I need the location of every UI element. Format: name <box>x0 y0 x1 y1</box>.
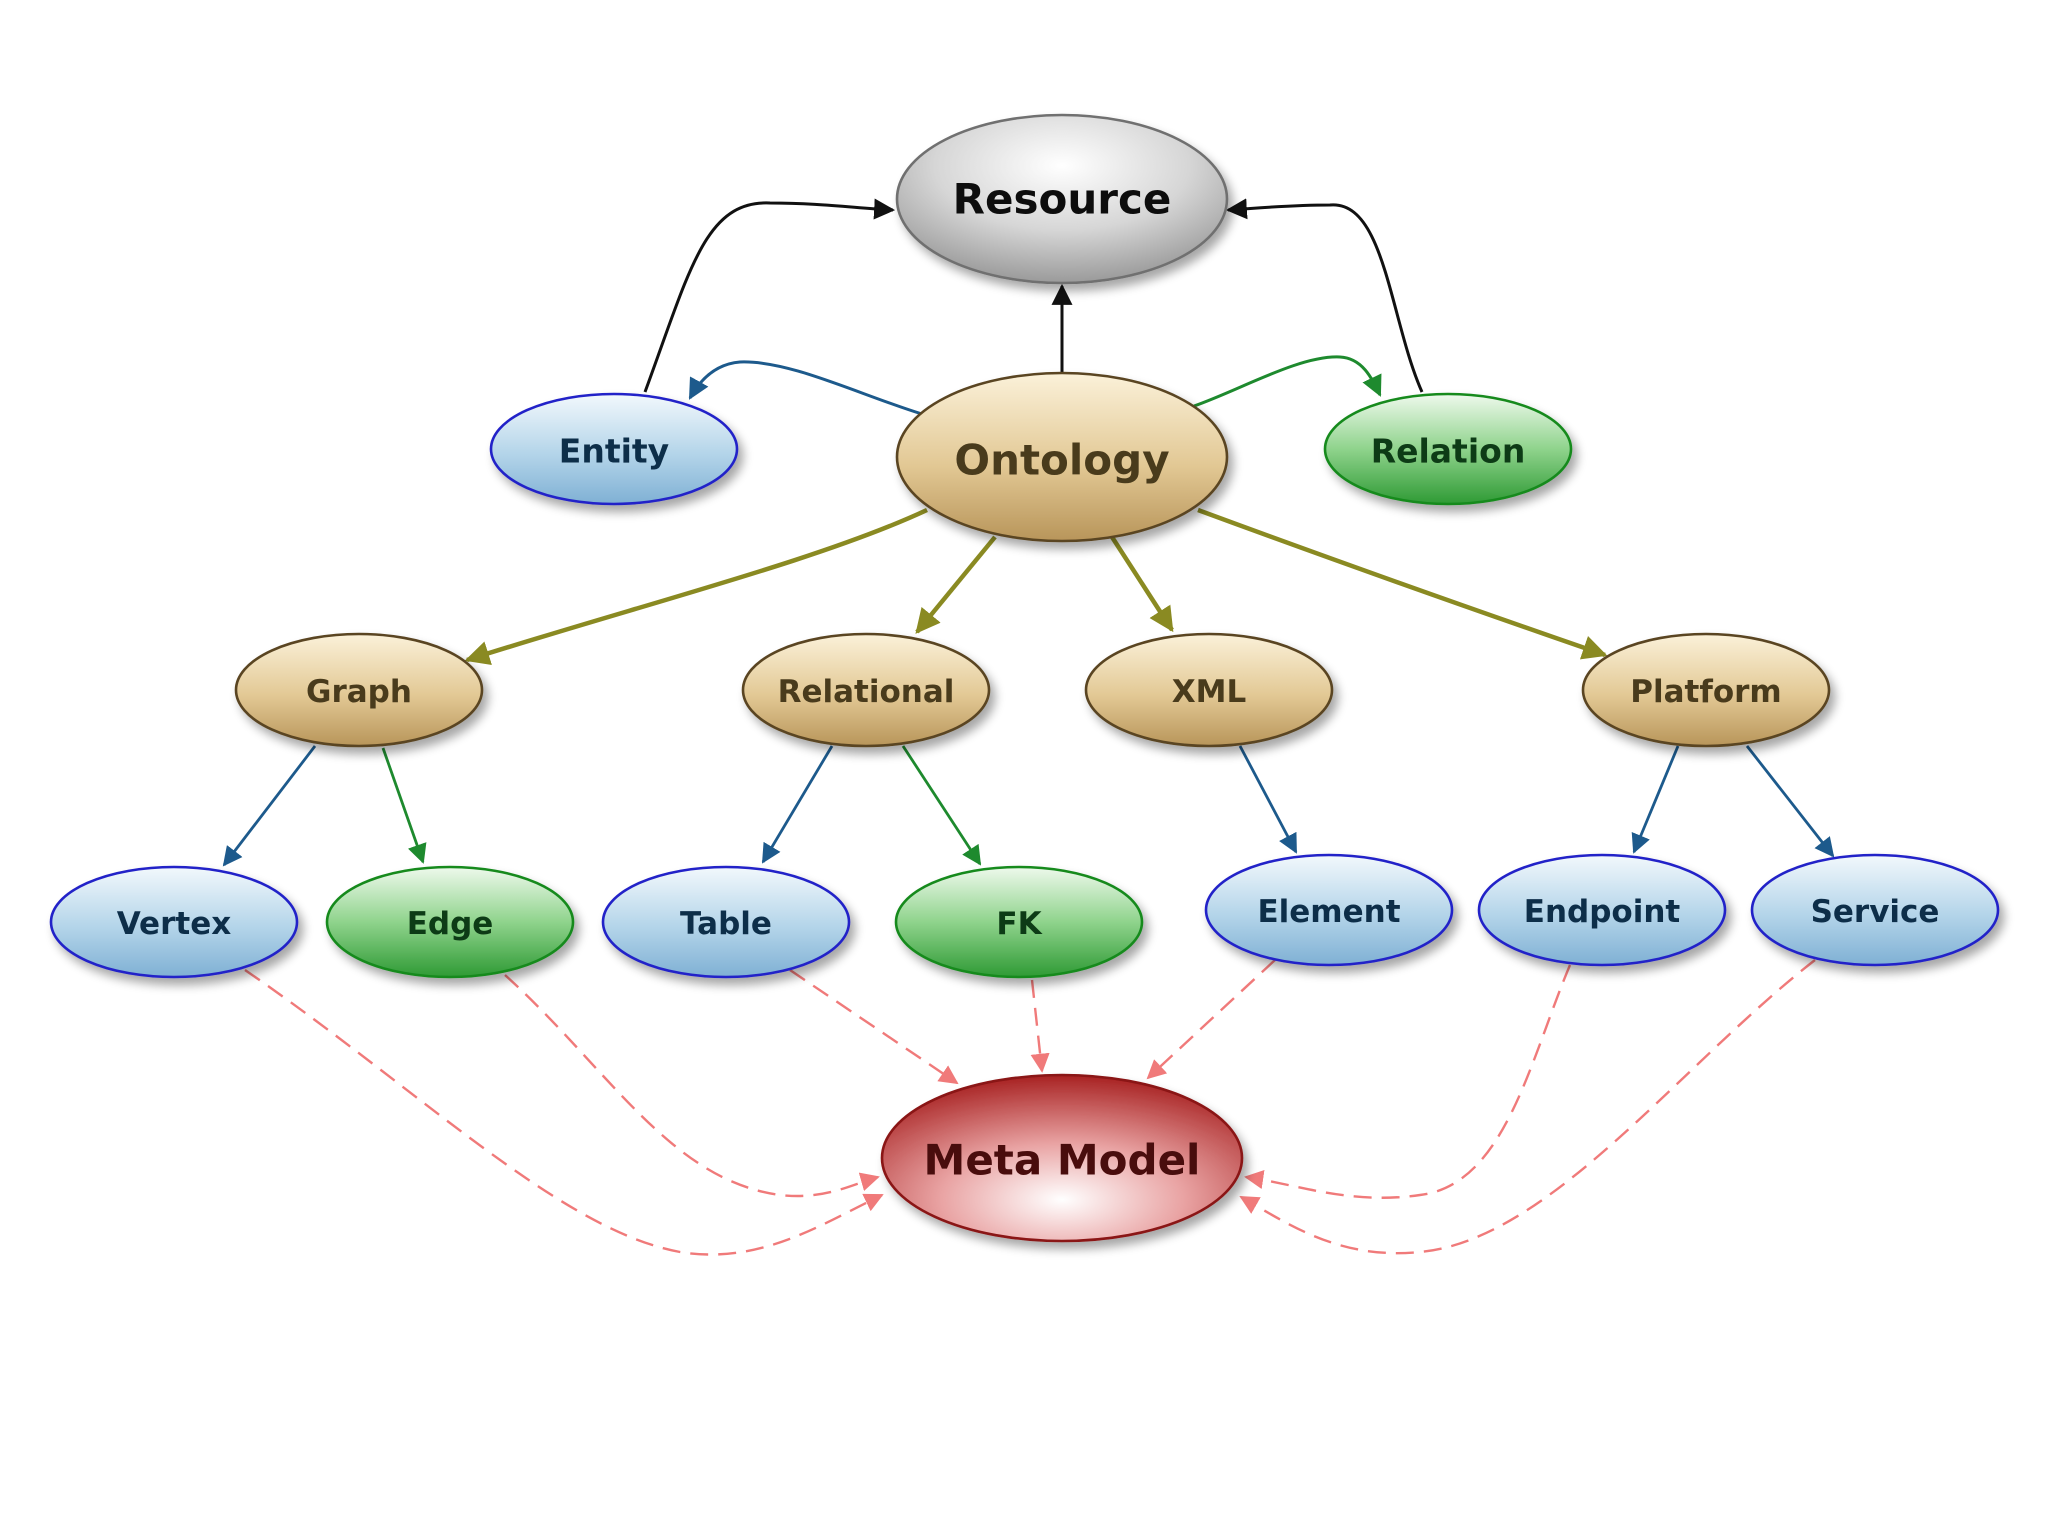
edge-graph-edge <box>381 747 427 864</box>
node-meta-model-label: Meta Model <box>924 1136 1201 1185</box>
node-element: Element <box>1204 853 1454 967</box>
node-resource-label: Resource <box>953 175 1172 224</box>
edge-element-metamodel <box>1146 959 1276 1080</box>
node-fk: FK <box>894 865 1144 979</box>
node-resource: Resource <box>895 113 1229 285</box>
edge-ontology-xml <box>1110 535 1174 633</box>
node-relation: Relation <box>1323 392 1573 506</box>
edge-edge-metamodel <box>504 974 880 1198</box>
edge-relational-fk <box>901 745 982 866</box>
edge-graph-vertex <box>222 745 317 867</box>
node-entity: Entity <box>489 392 739 506</box>
node-xml-label: XML <box>1172 674 1247 710</box>
edge-platform-service <box>1745 745 1835 858</box>
edge-platform-endpoint <box>1631 745 1680 854</box>
node-xml: XML <box>1084 632 1334 748</box>
node-entity-label: Entity <box>559 432 669 471</box>
node-endpoint-label: Endpoint <box>1524 894 1681 930</box>
node-meta-model: Meta Model <box>880 1073 1244 1243</box>
node-relational-label: Relational <box>778 674 955 710</box>
node-service: Service <box>1750 853 2000 967</box>
node-edge-label: Edge <box>407 906 494 942</box>
node-table: Table <box>601 865 851 979</box>
node-fk-label: FK <box>996 906 1042 942</box>
node-relation-label: Relation <box>1371 432 1526 471</box>
node-service-label: Service <box>1811 894 1940 930</box>
edge-entity-resource <box>643 198 896 393</box>
edge-relation-resource <box>1225 198 1424 393</box>
edge-vertex-metamodel <box>244 969 884 1256</box>
edge-fk-metamodel <box>1030 979 1050 1073</box>
node-platform-label: Platform <box>1630 674 1781 710</box>
edge-table-metamodel <box>789 969 959 1085</box>
node-relational: Relational <box>741 632 991 748</box>
node-vertex: Vertex <box>49 865 299 979</box>
edge-ontology-relational <box>915 535 997 634</box>
node-graph: Graph <box>234 632 484 748</box>
node-element-label: Element <box>1257 894 1400 930</box>
edge-ontology-platform <box>1197 507 1608 660</box>
node-platform: Platform <box>1581 632 1831 748</box>
edge-ontology-graph <box>464 507 928 666</box>
edge-endpoint-metamodel <box>1244 964 1572 1199</box>
node-graph-label: Graph <box>306 674 412 710</box>
node-edge: Edge <box>325 865 575 979</box>
node-table-label: Table <box>680 906 772 942</box>
edge-service-metamodel <box>1239 959 1816 1255</box>
edge-ontology-relation <box>1193 355 1382 408</box>
node-vertex-label: Vertex <box>117 906 231 942</box>
node-ontology-label: Ontology <box>954 436 1169 485</box>
node-ontology: Ontology <box>895 371 1229 543</box>
edge-ontology-entity <box>688 360 923 416</box>
edge-xml-element <box>1238 745 1298 854</box>
node-endpoint: Endpoint <box>1477 853 1727 967</box>
edge-relational-table <box>761 745 834 864</box>
